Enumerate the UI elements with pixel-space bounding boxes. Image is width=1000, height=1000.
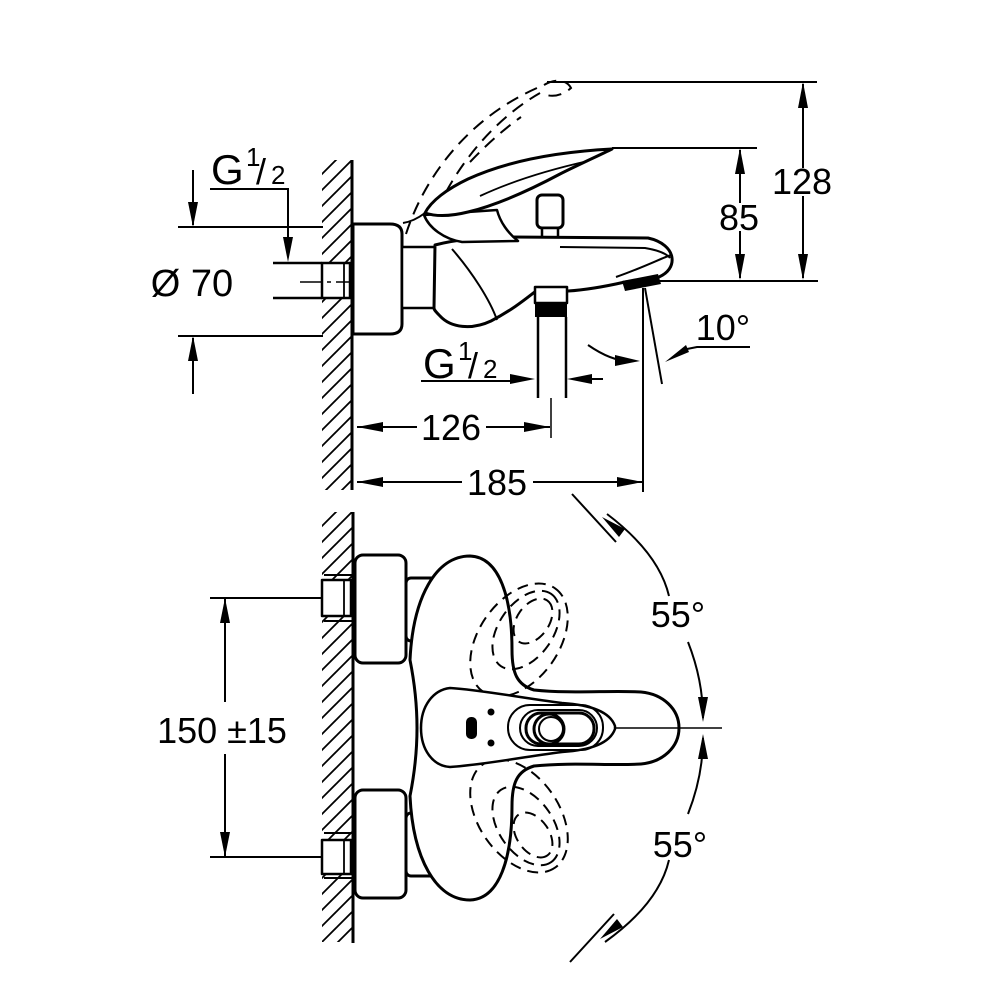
lever-front bbox=[419, 686, 617, 769]
dimension-spout-angle: 10° bbox=[587, 287, 750, 492]
dim-label-swing-down: 55° bbox=[653, 824, 707, 865]
dimension-total-height: 128 85 bbox=[547, 81, 832, 282]
dim-label-swing-up: 55° bbox=[651, 594, 705, 635]
dim-label-spout-height: 85 bbox=[719, 197, 759, 238]
dim-label-total-height: 128 bbox=[772, 161, 832, 202]
dim-label-flange-diameter: Ø 70 bbox=[151, 263, 233, 305]
thread-label-bottom: G 1 / 2 bbox=[421, 336, 603, 387]
wall-hatching bbox=[322, 160, 352, 490]
thread-bottom-numerator: 1 bbox=[458, 336, 472, 366]
thread-top-numerator: 1 bbox=[246, 142, 260, 172]
lever-ring-outer bbox=[507, 704, 604, 751]
cartridge-dome bbox=[422, 208, 520, 244]
thread-bottom-denominator: 2 bbox=[483, 354, 497, 384]
supply-pipe-stub bbox=[273, 261, 322, 300]
dim-label-hose-outlet-distance: 126 bbox=[421, 407, 481, 448]
wall-flange bbox=[351, 222, 404, 336]
lower-union-nut bbox=[320, 838, 353, 876]
front-view: 55° 55° 150 ±15 bbox=[157, 493, 722, 963]
body-neck bbox=[400, 245, 437, 310]
thread-top-prefix: G bbox=[211, 146, 244, 193]
dimension-connection-spacing: 150 ±15 bbox=[157, 598, 287, 857]
thread-top-denominator: 2 bbox=[271, 160, 285, 190]
dim-label-connection-spacing: 150 ±15 bbox=[157, 710, 287, 751]
dim-label-spout-reach: 185 bbox=[467, 462, 527, 503]
thread-bottom-slash: / bbox=[468, 345, 478, 386]
lower-escutcheon bbox=[353, 788, 408, 900]
thread-label-top: G 1 / 2 bbox=[210, 142, 293, 262]
faucet-body bbox=[432, 235, 674, 329]
dimension-flange-diameter: Ø 70 bbox=[151, 170, 233, 394]
thread-top-slash: / bbox=[256, 151, 266, 192]
temperature-marker bbox=[466, 717, 477, 739]
dim-label-spout-angle: 10° bbox=[696, 307, 750, 348]
upper-escutcheon bbox=[353, 553, 408, 665]
dimension-swing-down: 55° bbox=[569, 734, 708, 963]
dimension-hose-outlet-distance: 126 bbox=[357, 407, 550, 448]
dimension-spout-reach: 185 bbox=[357, 462, 643, 503]
marker-dot-bottom bbox=[487, 739, 495, 747]
lever-handle bbox=[423, 147, 614, 217]
union-nut bbox=[320, 261, 352, 300]
marker-dot-top bbox=[487, 708, 495, 716]
lever-cap-inner bbox=[538, 716, 564, 742]
lever-ring-inner bbox=[524, 711, 596, 746]
upper-union-nut bbox=[320, 578, 353, 618]
hose-outlet bbox=[533, 285, 569, 305]
lever-ring-mid bbox=[519, 709, 598, 747]
spout-aerator bbox=[622, 274, 661, 291]
thread-bottom-prefix: G bbox=[423, 340, 456, 387]
side-view: 128 85 10° G 1 / 2 bbox=[151, 79, 832, 503]
dimension-swing-up: 55° bbox=[571, 493, 722, 729]
diverter-knob bbox=[535, 193, 565, 230]
hose-outlet-pipe bbox=[536, 317, 568, 398]
